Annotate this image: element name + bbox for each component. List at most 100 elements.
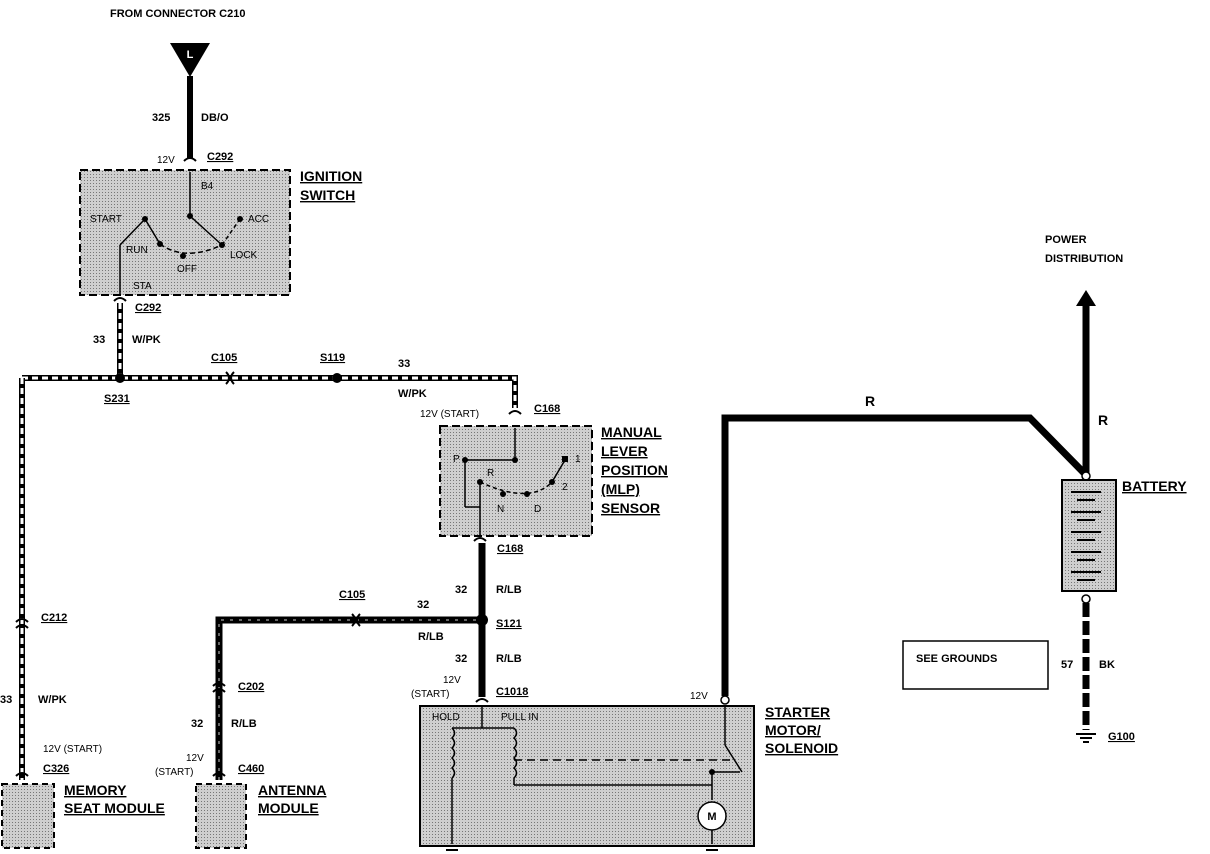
connector-c202-icon: [212, 682, 226, 693]
ign-lock: LOCK: [230, 250, 258, 261]
power-dist-line2: DISTRIBUTION: [1045, 253, 1123, 265]
connector-c460: C460: [238, 763, 264, 775]
mlp-name-4: (MLP): [601, 481, 640, 497]
ign-run: RUN: [126, 245, 148, 256]
antenna-voltage-2: (START): [155, 767, 194, 778]
antenna-voltage-1: 12V: [186, 753, 204, 764]
starter-terminal-icon: [720, 695, 730, 705]
splice-s119: S119: [320, 352, 345, 364]
starter-name-1: STARTER: [765, 704, 830, 720]
wire-33-top-color: W/PK: [132, 334, 161, 346]
ign-off: OFF: [177, 264, 197, 275]
mlp-name-2: LEVER: [601, 443, 648, 459]
memory-seat-name-1: MEMORY: [64, 782, 127, 798]
starter-motor-symbol: M: [707, 811, 716, 823]
memory-seat-name-2: SEAT MODULE: [64, 800, 165, 816]
wire-33-left-circuit: 33: [0, 694, 12, 706]
connector-c168-bottom-icon: [473, 537, 487, 542]
wire-32-antenna-color: R/LB: [231, 718, 257, 730]
connector-c460-icon: [212, 772, 226, 777]
starter-voltage-1: 12V: [443, 675, 461, 686]
battery-box: [1061, 479, 1117, 592]
starter-pull-in: PULL IN: [501, 712, 538, 723]
ground-circuit: 57: [1061, 659, 1073, 671]
mlp-name-3: POSITION: [601, 462, 668, 478]
connector-c212: C212: [41, 612, 67, 624]
splice-s231: S231: [104, 393, 130, 405]
ign-name-2: SWITCH: [300, 187, 355, 203]
starter-contact-icon: [709, 769, 715, 775]
power-dist-arrow-icon: [1076, 290, 1096, 306]
see-grounds-box[interactable]: [902, 640, 1049, 690]
connector-c105-top-icon: [225, 371, 235, 385]
connector-c168-top: C168: [534, 403, 560, 415]
memory-seat-box: [1, 783, 55, 849]
ignition-switch-internals: [119, 172, 241, 296]
wire-33-top-circuit: 33: [93, 334, 105, 346]
ground-g100-icon: [1076, 733, 1096, 743]
wire-32-b-color: R/LB: [496, 653, 522, 665]
ign-voltage: 12V: [157, 155, 175, 166]
starter-box: [419, 705, 755, 847]
starter-voltage-right: 12V: [690, 691, 708, 702]
mlp-1: 1: [575, 454, 581, 465]
wire-33-right-circuit: 33: [398, 358, 410, 370]
wire-325-circuit: 325: [152, 112, 170, 124]
splice-s121: S121: [496, 618, 522, 630]
connector-c292-bottom-icon: [113, 297, 127, 302]
see-grounds-label[interactable]: SEE GROUNDS: [916, 653, 997, 665]
starter-name-3: SOLENOID: [765, 740, 838, 756]
battery-neg-terminal-icon: [1081, 594, 1091, 604]
antenna-name-1: ANTENNA: [258, 782, 326, 798]
mlp-voltage: 12V (START): [420, 409, 479, 420]
connector-c326: C326: [43, 763, 69, 775]
connector-c212-icon: [15, 618, 29, 629]
mlp-d: D: [534, 504, 541, 515]
feed-terminal-icon: L: [170, 43, 210, 77]
wire-32-a-color: R/LB: [496, 584, 522, 596]
starter-hold: HOLD: [432, 712, 460, 723]
wire-325-color: DB/O: [201, 112, 229, 124]
connector-c292-top-icon: [183, 157, 197, 162]
ground-color: BK: [1099, 659, 1115, 671]
wire-32-a-circuit: 32: [455, 584, 467, 596]
mlp-n: N: [497, 504, 504, 515]
mlp-internals: [464, 428, 566, 535]
splice-s119-icon: [332, 373, 342, 383]
battery-cable-r: [721, 414, 1089, 696]
connector-c168-top-icon: [508, 410, 522, 415]
ign-b4: B4: [201, 181, 214, 192]
memory-seat-voltage: 12V (START): [43, 744, 102, 755]
connector-c1018-icon: [475, 698, 489, 703]
starter-internals: [450, 706, 743, 844]
ign-name-1: IGNITION: [300, 168, 362, 184]
wire-32-mid-color: R/LB: [418, 631, 444, 643]
power-dist-color: R: [1098, 412, 1108, 428]
wire-33-right-color: W/PK: [398, 388, 427, 400]
connector-c105-top: C105: [211, 352, 237, 364]
connector-c1018: C1018: [496, 686, 528, 698]
wire-33-left-color: W/PK: [38, 694, 67, 706]
connector-c202: C202: [238, 681, 264, 693]
splice-s231-icon: [115, 373, 125, 383]
ign-sta: STA: [133, 281, 152, 292]
mlp-contacts: [462, 456, 568, 497]
mlp-2: 2: [562, 482, 568, 493]
battery-cable-color: R: [865, 393, 875, 409]
connector-c105-mid-icon: [351, 613, 361, 627]
ignition-switch-box: [79, 169, 291, 296]
starter-ground-icons: [442, 845, 722, 851]
mlp-sensor-box: [439, 425, 593, 537]
mlp-p: P: [453, 454, 460, 465]
power-dist-line1: POWER: [1045, 234, 1087, 246]
starter-voltage-2: (START): [411, 689, 450, 700]
wire-32-b-circuit: 32: [455, 653, 467, 665]
mlp-name-5: SENSOR: [601, 500, 660, 516]
mlp-r: R: [487, 468, 494, 479]
mlp-name-1: MANUAL: [601, 424, 662, 440]
wire-32-mid-circuit: 32: [417, 599, 429, 611]
ignition-contacts: [142, 213, 243, 259]
ground-g100: G100: [1108, 731, 1135, 743]
ign-start: START: [90, 214, 122, 225]
wire-33-wpk: [19, 303, 518, 780]
